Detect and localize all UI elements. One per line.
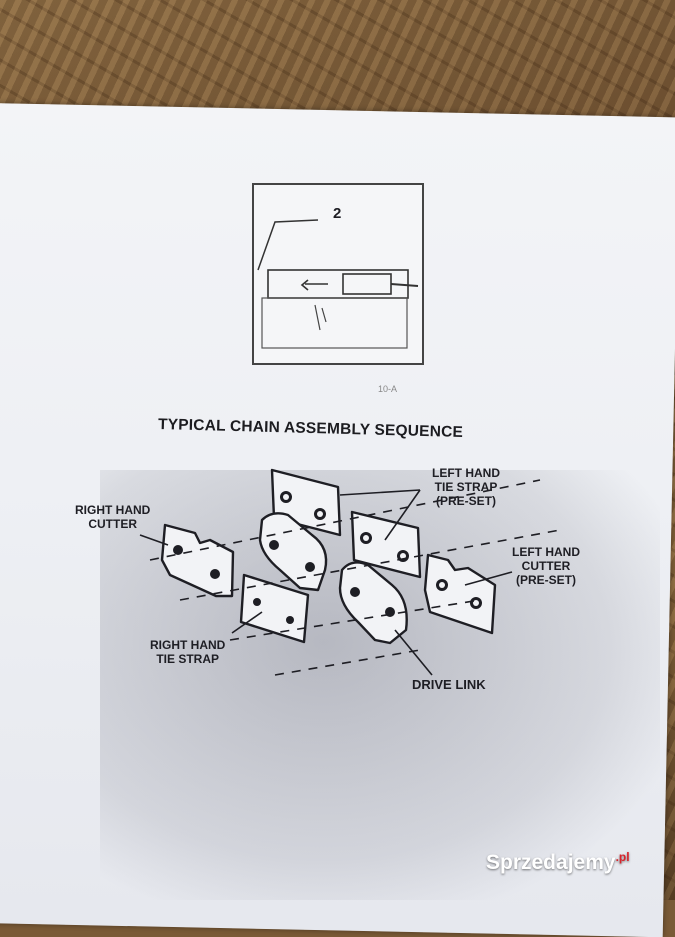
right-hand-cutter-label: RIGHT HAND CUTTER	[75, 503, 150, 531]
label-line: LEFT HAND	[512, 545, 580, 559]
label-line: TIE STRAP	[156, 652, 219, 666]
callout-number: 2	[333, 205, 342, 222]
label-line: RIGHT HAND	[75, 503, 151, 517]
right-hand-tie-strap-part	[239, 573, 310, 644]
watermark-brand: Sprzedajemy	[486, 851, 616, 874]
label-line: LEFT HAND	[432, 466, 500, 480]
drive-link-label: DRIVE LINK	[412, 677, 486, 692]
label-line: TIE STRAP	[434, 480, 498, 494]
drive-link-part	[338, 561, 408, 645]
figure-drawing: 10-A	[257, 219, 419, 394]
watermark-logo: Sprzedajemy.pl	[486, 850, 630, 875]
left-hand-tie-strap-label: LEFT HAND TIE STRAP (PRE-SET)	[432, 466, 500, 508]
label-line: RIGHT HAND	[150, 638, 226, 652]
label-line: (PRE-SET)	[436, 494, 496, 508]
label-line: (PRE-SET)	[516, 573, 576, 587]
figure-number: 10-A	[378, 384, 397, 394]
label-line: CUTTER	[521, 559, 571, 573]
right-hand-cutter-part	[160, 523, 235, 598]
label-line: CUTTER	[88, 517, 137, 531]
left-hand-cutter-part	[423, 553, 497, 635]
watermark-tld: .pl	[615, 850, 630, 864]
right-hand-tie-strap-label: RIGHT HAND TIE STRAP	[150, 638, 225, 666]
figure-box	[252, 183, 424, 365]
chain-parts-diagram	[139, 468, 561, 676]
left-hand-cutter-label: LEFT HAND CUTTER (PRE-SET)	[512, 545, 580, 587]
